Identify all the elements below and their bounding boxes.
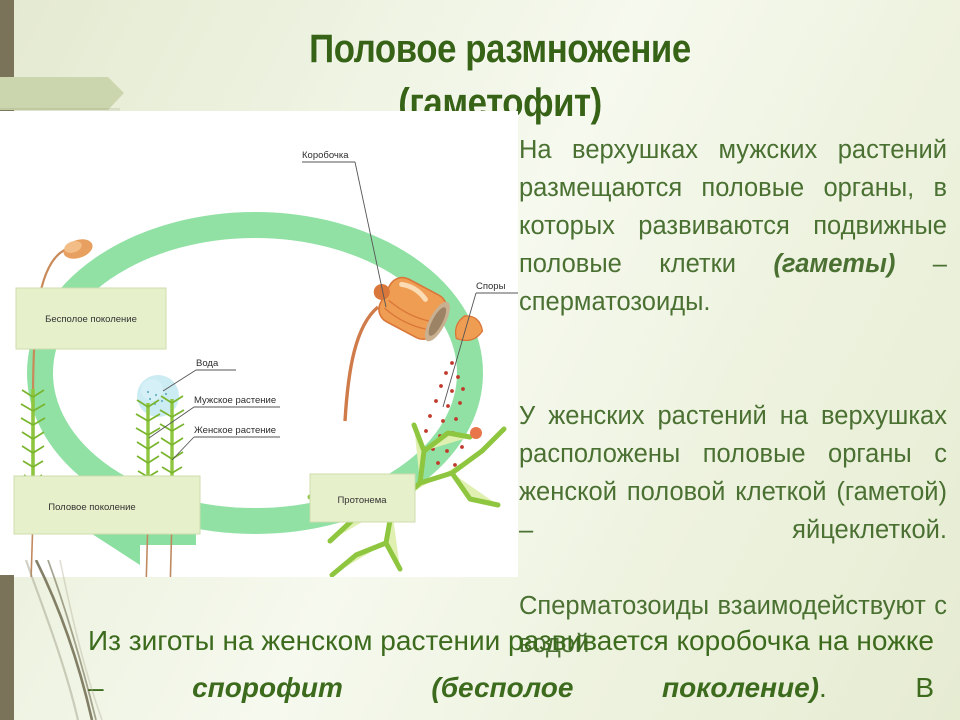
paragraph-male-gametes-part2: – сперматозоиды. (519, 250, 947, 316)
paragraph-male-gametes-part1: На верхушках мужских растений размещаютс… (519, 136, 947, 278)
page-title: Половое размножение (гаметофит) (169, 22, 830, 130)
label-asexual-generation: Бесполое поколение (45, 314, 137, 325)
label-capsule: Коробочка (302, 150, 387, 308)
label-capsule-text: Коробочка (302, 150, 349, 161)
label-spores-text: Споры (476, 281, 506, 292)
left-accent-bar-lower (0, 575, 14, 720)
sporophyte-stalk-left (31, 239, 93, 402)
label-box-protonema: Протонема (309, 473, 416, 523)
bottom-paragraph-part1: Из зиготы на женском растении развиваетс… (88, 625, 934, 703)
label-male-plant-text: Мужское растение (194, 395, 276, 406)
diagram-panel: Бесполое поколение Половое поколение Про… (0, 111, 518, 577)
right-text-column: На верхушках мужских растений размещаютс… (519, 131, 947, 701)
protonema-bud (470, 427, 482, 439)
paragraph-male-gametes: На верхушках мужских растений размещаютс… (519, 131, 947, 359)
bottom-text-block: Из зиготы на женском растении развиваетс… (88, 617, 934, 720)
spore-capsule (343, 276, 484, 467)
moss-life-cycle-diagram: Бесполое поколение Половое поколение Про… (13, 150, 518, 577)
capsule-lid (454, 315, 484, 341)
spores-particles (424, 361, 465, 467)
label-box-asexual-generation: Бесполое поколение (15, 287, 167, 350)
page-title-line1: Половое размножение (309, 27, 691, 71)
bottom-paragraph-sporophyte: Из зиготы на женском растении развиваетс… (88, 617, 934, 720)
label-water: Вода (162, 358, 236, 392)
paragraph-male-gametes-emphasis: (гаметы) (773, 250, 896, 278)
paragraph-female-gametes: У женских растений на верхушках располож… (519, 402, 947, 544)
label-sexual-generation: Половое поколение (48, 502, 135, 513)
bottom-paragraph-part2: . В (819, 672, 934, 703)
label-water-text: Вода (196, 358, 219, 369)
label-male-plant: Мужское растение (148, 395, 280, 439)
label-box-sexual-generation: Половое поколение (13, 475, 201, 535)
corner-banner-shadow (0, 108, 120, 113)
bottom-paragraph-emphasis: спорофит (бесполое поколение) (192, 672, 820, 703)
label-female-plant-text: Женское растение (194, 425, 276, 436)
label-protonema: Протонема (337, 495, 387, 506)
label-female-plant: Женское растение (171, 425, 280, 461)
label-spores: Споры (442, 281, 518, 408)
paragraph-spermatozoa-water: Сперматозоиды взаимодействуют с водой (519, 592, 947, 658)
corner-banner-shape (0, 77, 124, 110)
